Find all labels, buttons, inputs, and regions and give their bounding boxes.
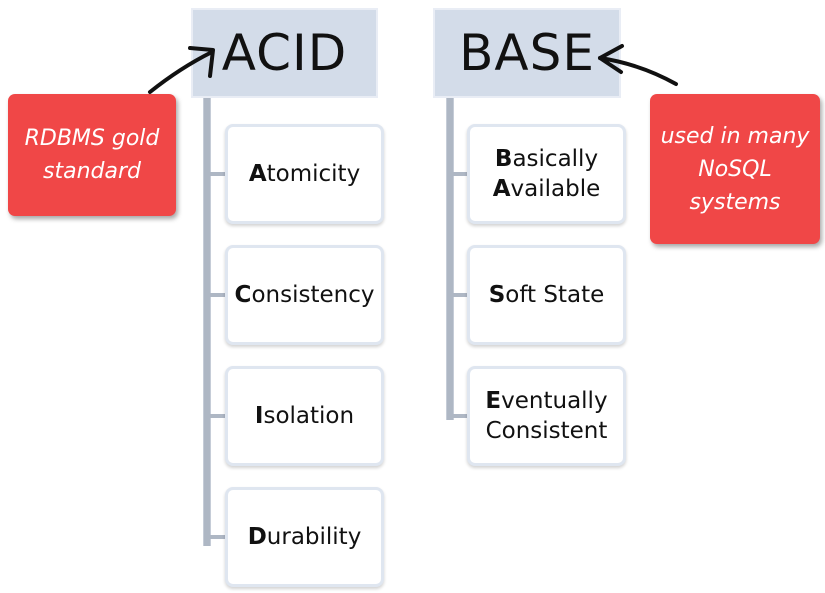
base-item-rest: oft State — [505, 281, 605, 308]
nosql-note-line: NoSQL — [698, 156, 772, 182]
base-item-initial: A — [492, 176, 511, 202]
base-item-eventually-consistent: Eventually Consistent — [467, 366, 626, 466]
base-branch-3 — [452, 414, 470, 418]
acid-branch-1 — [209, 172, 227, 176]
base-item-rest: Consistent — [485, 418, 608, 444]
acid-branch-3 — [209, 414, 227, 418]
acid-item-rest: onsistency — [251, 281, 375, 308]
acid-item-initial: D — [247, 523, 267, 550]
acid-item-initial: C — [234, 281, 252, 308]
acid-header: ACID — [191, 8, 378, 98]
acid-branch-2 — [209, 293, 227, 297]
arrow-to-acid-icon — [148, 46, 215, 94]
base-item-soft-state: Soft State — [467, 245, 626, 345]
base-item-initial: E — [485, 387, 502, 414]
acid-item-rest: solation — [263, 402, 355, 429]
nosql-note-line: used in many — [660, 123, 810, 149]
nosql-note: used in many NoSQL systems — [650, 94, 820, 244]
base-item-initial: S — [488, 281, 506, 308]
rdbms-note: RDBMS gold standard — [8, 94, 176, 216]
rdbms-note-line: RDBMS gold — [24, 126, 160, 151]
base-item-basically-available: Basically Available — [467, 124, 626, 224]
acid-item-initial: I — [254, 402, 264, 429]
acid-item-consistency: Consistency — [225, 245, 384, 345]
acid-item-initial: A — [248, 160, 267, 187]
base-branch-2 — [452, 293, 470, 297]
base-item-rest: vailable — [510, 176, 601, 202]
base-branch-1 — [452, 172, 470, 176]
acid-item-rest: tomicity — [266, 160, 361, 187]
acid-item-durability: Durability — [225, 487, 384, 587]
nosql-note-line: systems — [689, 189, 781, 215]
base-item-rest: asically — [512, 145, 599, 172]
base-tree-line — [446, 98, 454, 420]
arrow-to-base-icon — [598, 44, 678, 86]
acid-branch-4 — [209, 535, 227, 539]
base-item-initial: B — [494, 145, 513, 172]
acid-item-rest: urability — [266, 523, 362, 550]
acid-item-atomicity: Atomicity — [225, 124, 384, 224]
base-item-rest: ventually — [501, 387, 608, 414]
base-header: BASE — [433, 8, 621, 98]
rdbms-note-line: standard — [43, 159, 141, 184]
acid-item-isolation: Isolation — [225, 366, 384, 466]
acid-tree-line — [203, 98, 211, 546]
